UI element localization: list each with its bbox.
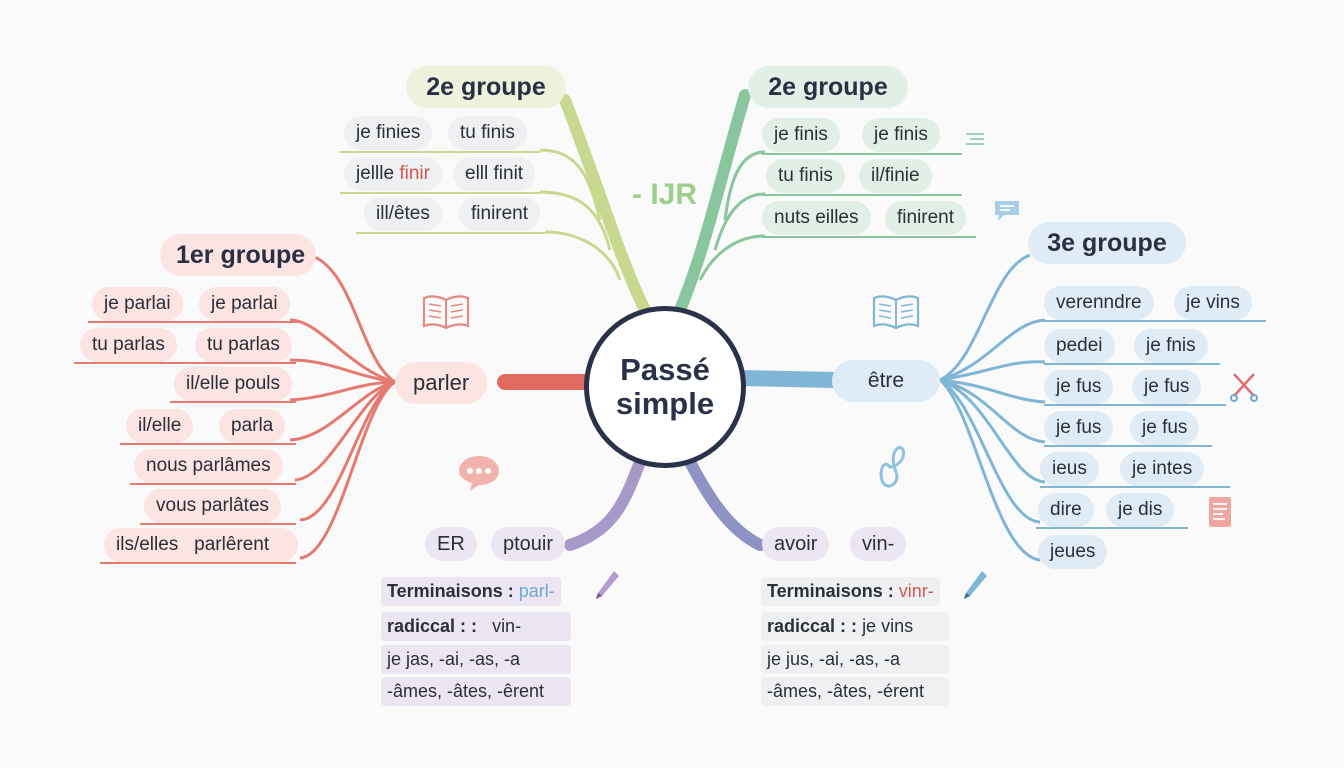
list-icon [966,133,984,145]
bottom-right-endings-2: -âmes, -âtes, -érent [761,677,949,706]
bottom-left-radical: radiccal : : vin- [381,612,571,641]
left-cell: je parlai [199,287,290,321]
top-right-cell: je finis [762,118,840,152]
row-underline [1036,527,1188,529]
right-cell: je fus [1132,370,1202,404]
bottom-left-terminaisons: Terminaisons : parl- [381,577,561,606]
document-icon [1209,497,1231,527]
top-right-cell: nuts eilles [762,201,871,235]
right-verb-node[interactable]: être [832,360,940,402]
top-right-cell: tu finis [766,159,845,193]
ijr-label: - IJR [632,178,698,211]
row-underline [1044,363,1220,365]
top-left-group-title[interactable]: 2e groupe [406,66,566,108]
bottom-left-endings-2: -âmes, -âtes, -êrent [381,677,571,706]
bottom-right-tag[interactable]: avoir [762,527,830,561]
bottom-right-radical: radiccal : : je vins [761,612,949,641]
left-verb-node[interactable]: parler [395,362,488,404]
left-group-title[interactable]: 1er groupe [160,234,316,276]
top-right-cell: je finis [862,118,940,152]
top-left-cell: je finies [344,116,433,150]
left-cell: vous parlâtes [144,489,282,523]
top-left-cell: finirent [459,197,541,231]
top-left-cell: ill/êtes [364,197,442,231]
bottom-right-endings-1: je jus, -ai, -as, -a [761,645,949,674]
row-underline [762,153,962,155]
row-underline [356,232,546,234]
left-cell: parla [219,409,286,443]
right-cell: pedei [1044,329,1115,363]
center-title-line2: simple [615,386,715,421]
bottom-left-tag[interactable]: ER [425,527,477,561]
right-cell: je dis [1106,493,1175,527]
left-cell: je parlai [92,287,183,321]
row-underline [100,562,296,564]
row-underline [1044,320,1266,322]
row-underline [120,443,296,445]
right-cell: jeues [1038,535,1108,569]
row-underline [762,194,962,196]
left-cell: ils/elles parlêrent [104,528,298,562]
row-underline [130,483,296,485]
right-cell: je intes [1120,452,1205,486]
right-cell: je fnis [1134,329,1208,363]
row-underline [170,401,296,403]
speech-bubble-icon [459,456,499,491]
right-group-title[interactable]: 3e groupe [1028,222,1186,264]
central-node[interactable]: Passé simple [584,306,746,468]
row-underline [1044,404,1226,406]
top-right-cell: finirent [885,201,967,235]
left-cell: il/elle pouls [174,367,292,401]
row-underline [340,192,540,194]
right-cell: verenndre [1044,286,1154,320]
top-left-cell: tu finis [448,116,527,150]
scissors-icon [1230,373,1258,402]
top-left-cell-mixed: jellle finir [344,157,442,191]
row-underline [88,321,298,323]
pencil-icon [964,571,987,599]
center-title-line1: Passé [620,352,710,387]
right-cell: je vins [1174,286,1252,320]
pencil-icon [596,571,619,599]
row-underline [340,151,540,153]
bottom-left-tag[interactable]: ptouir [491,527,566,561]
left-cell: tu parlas [80,328,177,362]
top-left-cell: elll finit [453,157,536,191]
row-underline [762,236,976,238]
chat-icon [995,201,1019,221]
left-cell: nous parlâmes [134,449,283,483]
left-cell: il/elle [126,409,194,443]
right-cell: ieus [1040,452,1099,486]
right-cell: je fus [1130,411,1200,445]
bottom-left-endings-1: je jas, -ai, -as, -a [381,645,571,674]
row-underline [74,362,296,364]
bottom-right-tag[interactable]: vin- [850,527,907,561]
right-cell: dire [1038,493,1094,527]
bottom-right-terminaisons: Terminaisons : vinr- [761,577,940,606]
row-underline [140,523,296,525]
row-underline [1044,445,1212,447]
top-right-cell: il/finie [859,159,932,193]
top-right-group-title[interactable]: 2e groupe [748,66,908,108]
row-underline [1040,486,1230,488]
right-cell: je fus [1044,370,1114,404]
book-icon [422,295,470,330]
book-icon [872,295,920,330]
infinity-icon [879,446,906,488]
left-cell: tu parlas [195,328,292,362]
right-cell: je fus [1044,411,1114,445]
